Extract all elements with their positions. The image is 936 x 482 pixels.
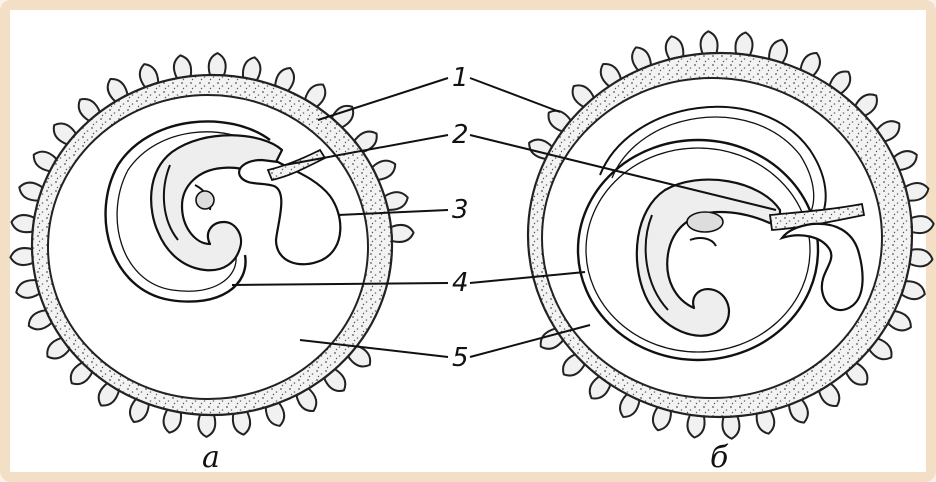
label-4: 4: [452, 268, 469, 298]
caption-b: б: [710, 440, 729, 475]
label-2: 2: [452, 120, 469, 150]
label-3: 3: [452, 195, 469, 225]
label-5: 5: [452, 343, 469, 373]
caption-a: а: [202, 440, 220, 475]
embryo-head-a: [196, 191, 214, 209]
label-1: 1: [452, 63, 469, 93]
embryo-head-b: [687, 212, 723, 232]
